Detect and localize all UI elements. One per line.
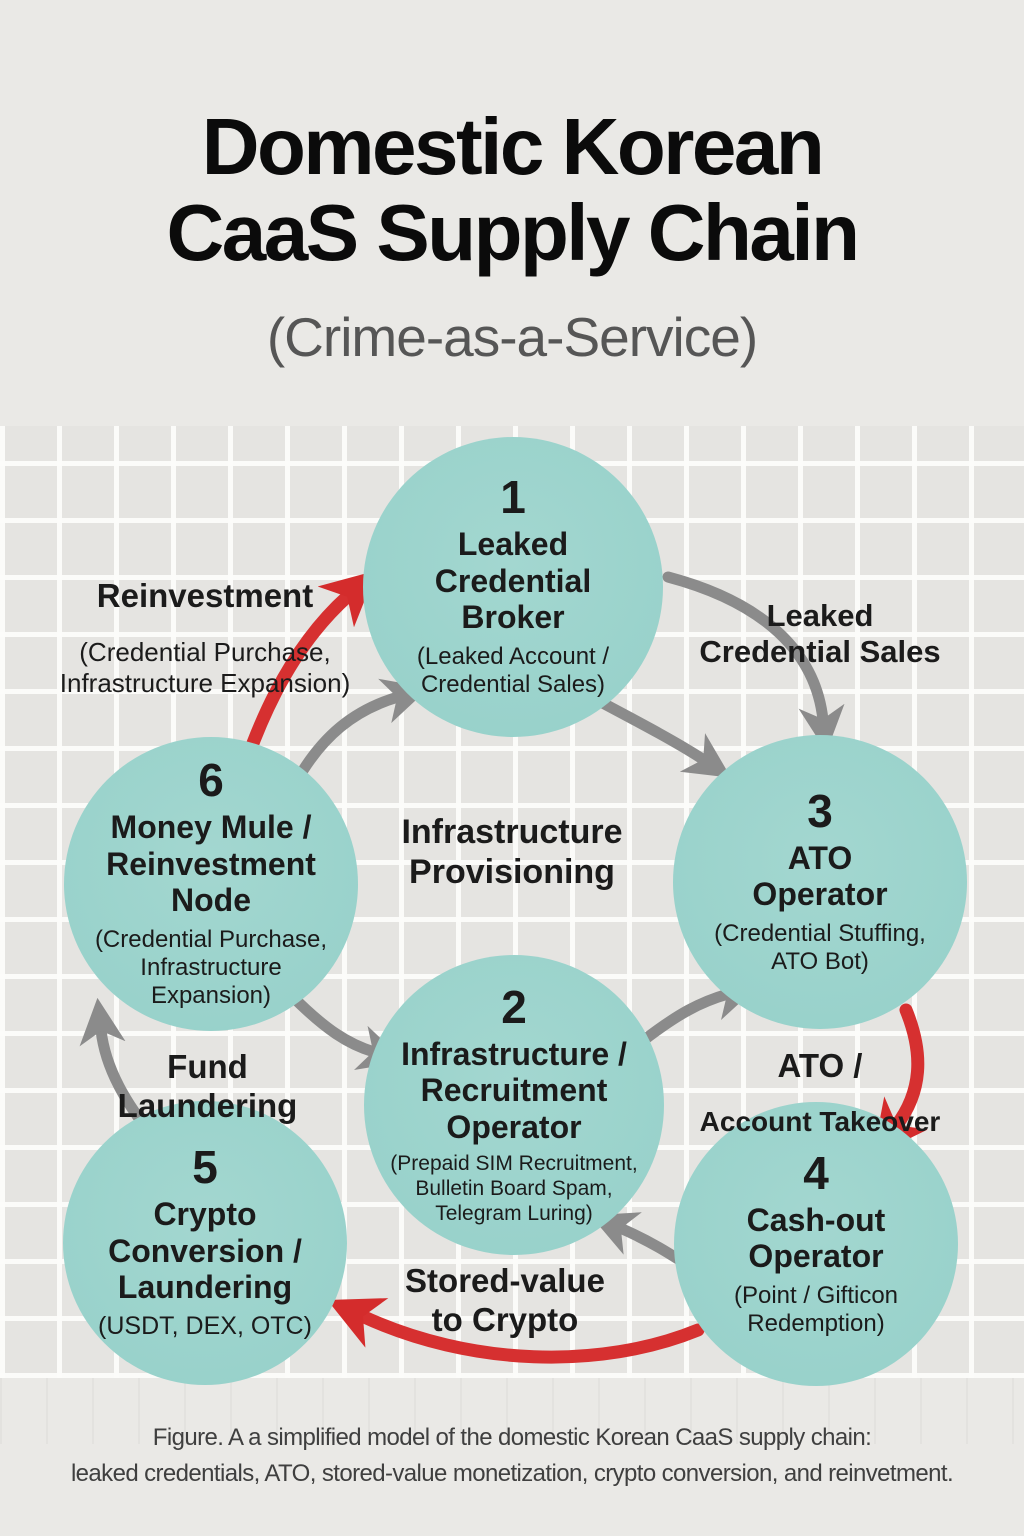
node-number: 3 [807,784,833,837]
header: Domestic Korean CaaS Supply Chain (Crime… [0,102,1024,369]
node-title: ATO Operator [752,839,888,913]
node-number: 4 [803,1146,829,1199]
node-subtitle: (USDT, DEX, OTC) [98,1312,312,1341]
node-title: Money Mule / Reinvestment Node [106,809,316,919]
label-fund-laundering: Fund Laundering [117,1048,298,1124]
page-subtitle: (Crime-as-a-Service) [266,305,758,368]
node-1-leaked-credential-broker: 1 Leaked Credential Broker (Leaked Accou… [363,437,663,737]
node-title: Leaked Credential Broker [434,526,592,636]
label-leaked-credential-sales: Leaked Credential Sales [699,598,941,669]
label-infrastructure-provisioning: Infrastructure Provisioning [401,813,623,892]
node-2-infrastructure-recruitment-operator: 2 Infrastructure / Recruitment Operator … [364,955,664,1255]
node-subtitle: (Credential Stuffing, ATO Bot) [714,919,926,975]
node-6-money-mule-reinvestment: 6 Money Mule / Reinvestment Node (Creden… [64,737,358,1031]
label-ato-title: ATO / [777,1047,863,1084]
page-title: Domestic Korean CaaS Supply Chain [166,102,860,278]
node-3-ato-operator: 3 ATO Operator (Credential Stuffing, ATO… [673,735,967,1029]
label-reinvestment-subtitle: (Credential Purchase, Infrastructure Exp… [59,636,351,698]
label-reinvestment: Reinvestment (Credential Purchase, Infra… [30,560,380,716]
label-ato-subtitle: Account Takeover [699,1105,941,1137]
background-grid-faint [0,1378,1024,1444]
label-ato-account-takeover: ATO / Account Takeover [695,1030,945,1156]
figure-caption: Figure. A a simplified model of the dome… [70,1424,954,1487]
node-subtitle: (Leaked Account / Credential Sales) [416,642,610,699]
node-5-crypto-conversion-laundering: 5 Crypto Conversion / Laundering (USDT, … [63,1101,347,1385]
label-stored-value-to-crypto: Stored-value to Crypto [405,1262,605,1338]
node-number: 6 [198,754,224,807]
node-title: Cash-out Operator [746,1201,886,1275]
node-number: 1 [500,471,526,524]
node-subtitle: (Prepaid SIM Recruitment, Bulletin Board… [390,1152,638,1225]
label-reinvestment-title: Reinvestment [96,577,314,614]
node-title: Crypto Conversion / Laundering [108,1196,302,1305]
node-subtitle: (Credential Purchase, Infrastructure Exp… [94,925,328,1010]
node-subtitle: (Point / Gifticon Redemption) [733,1281,899,1337]
node-title: Infrastructure / Recruitment Operator [401,1035,627,1145]
node-4-cash-out-operator: 4 Cash-out Operator (Point / Gifticon Re… [674,1102,958,1386]
node-number: 5 [192,1141,218,1194]
node-number: 2 [501,980,527,1033]
